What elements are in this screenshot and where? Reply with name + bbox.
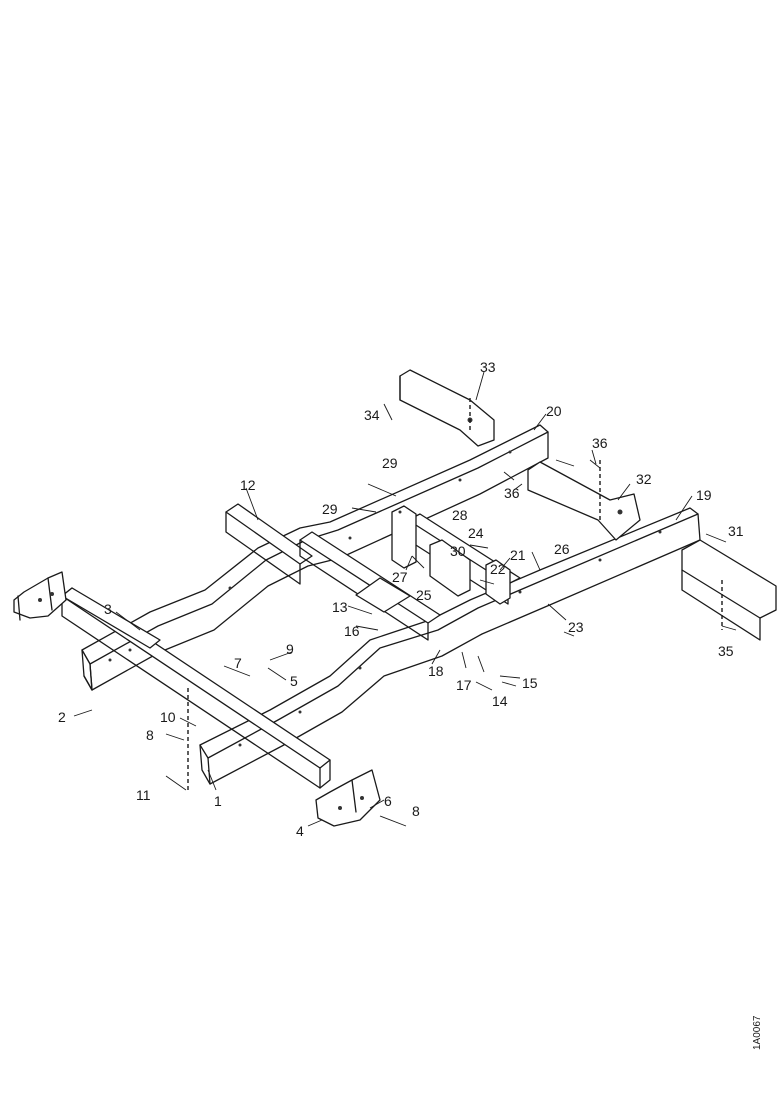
rear-crossmember-assembly [391,505,521,605]
callout-24: 24 [468,525,484,541]
callout-13: 13 [332,599,348,615]
callout-26: 26 [554,541,570,557]
callout-33: 33 [480,359,496,375]
callout-36-top: 36 [592,435,608,451]
callout-16: 16 [344,623,360,639]
callout-20: 20 [546,403,562,419]
callout-12: 12 [240,477,256,493]
rear-end-crossmember [681,539,777,641]
callout-1: 1 [214,793,222,809]
callout-18: 18 [428,663,444,679]
callout-5: 5 [290,673,298,689]
callout-8-right: 8 [412,803,420,819]
callout-labels: 1 2 3 4 5 6 7 8 8 9 10 11 12 13 14 15 16… [58,359,744,839]
rail-fastener-holes [108,450,662,747]
callout-3: 3 [104,601,112,617]
callout-4: 4 [296,823,304,839]
callout-10: 10 [160,709,176,725]
callout-34: 34 [364,407,380,423]
callout-17: 17 [456,677,472,693]
bolts [165,403,737,827]
callout-14: 14 [492,693,508,709]
callout-9: 9 [286,641,294,657]
callout-6: 6 [384,793,392,809]
callout-28: 28 [452,507,468,523]
callout-23: 23 [568,619,584,635]
rear-top-mount [399,369,495,447]
callout-2: 2 [58,709,66,725]
rear-crossmember-12 [225,503,313,585]
center-crossmember [299,531,441,641]
installation-dashed-lines [187,398,723,790]
callout-22: 22 [490,561,506,577]
callout-30: 30 [450,543,466,559]
callout-27: 27 [392,569,408,585]
front-bracket-3 [61,587,161,649]
right-side-rail [199,507,701,785]
callout-21: 21 [510,547,526,563]
callout-31: 31 [728,523,744,539]
front-left-mount [13,571,67,621]
rear-right-bracket [527,461,641,541]
callout-35: 35 [718,643,734,659]
callout-8-left: 8 [146,727,154,743]
callout-25: 25 [416,587,432,603]
callout-19: 19 [696,487,712,503]
callout-29-left: 29 [322,501,338,517]
callout-15: 15 [522,675,538,691]
callout-29-top: 29 [382,455,398,471]
callout-11: 11 [136,787,151,803]
callout-leaders [73,371,693,827]
illustration-reference-code: 1A0067 [752,1015,763,1050]
callout-36-left: 36 [504,485,520,501]
callout-7: 7 [234,655,242,671]
front-right-mount [315,769,381,827]
callout-32: 32 [636,471,652,487]
